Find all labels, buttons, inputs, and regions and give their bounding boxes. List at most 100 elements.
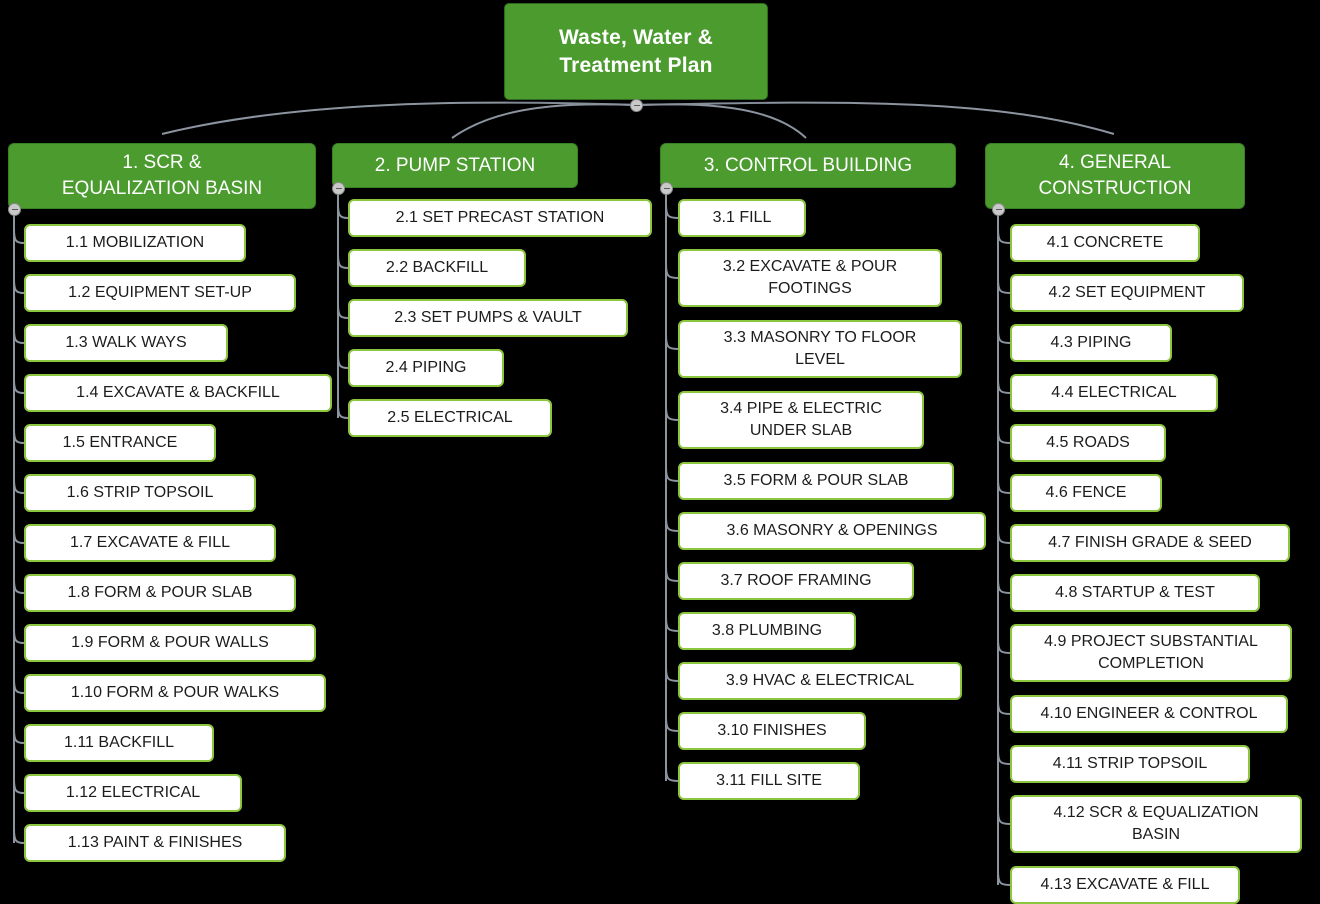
- leaf-node-label: 1.12 ELECTRICAL: [65, 784, 201, 801]
- edge-root-to-branch-3: [635, 103, 807, 139]
- leaf-node[interactable]: 4.12 SCR & EQUALIZATION BASIN: [1010, 795, 1302, 853]
- root-collapse-toggle[interactable]: [630, 99, 643, 112]
- leaf-node[interactable]: 1.8 FORM & POUR SLAB: [24, 574, 296, 612]
- leaf-node[interactable]: 4.7 FINISH GRADE & SEED: [1010, 524, 1290, 562]
- edge-root-to-branch-2: [451, 103, 637, 139]
- leaf-node[interactable]: 1.2 EQUIPMENT SET-UP: [24, 274, 296, 312]
- leaf-node-label: 4.10 ENGINEER & CONTROL: [1040, 705, 1258, 722]
- leaf-node[interactable]: 4.1 CONCRETE: [1010, 224, 1200, 262]
- edge-root-to-branch-1: [161, 101, 637, 135]
- leaf-node[interactable]: 1.11 BACKFILL: [24, 724, 214, 762]
- branch-header-label-4: 4. GENERAL CONSTRUCTION: [1038, 152, 1192, 199]
- leaf-node-label: 3.4 PIPE & ELECTRIC UNDER SLAB: [720, 400, 882, 439]
- leaf-node-label: 3.7 ROOF FRAMING: [720, 572, 872, 589]
- leaf-node[interactable]: 1.3 WALK WAYS: [24, 324, 228, 362]
- leaf-node[interactable]: 4.6 FENCE: [1010, 474, 1162, 512]
- leaf-node[interactable]: 4.8 STARTUP & TEST: [1010, 574, 1260, 612]
- leaf-node-label: 3.8 PLUMBING: [711, 622, 823, 639]
- leaf-node-label: 1.6 STRIP TOPSOIL: [66, 484, 214, 501]
- leaf-node-label: 4.1 CONCRETE: [1046, 234, 1164, 251]
- leaf-node[interactable]: 4.11 STRIP TOPSOIL: [1010, 745, 1250, 783]
- leaf-node[interactable]: 3.4 PIPE & ELECTRIC UNDER SLAB: [678, 391, 924, 449]
- leaf-node-label: 1.13 PAINT & FINISHES: [67, 834, 243, 851]
- leaf-node-label: 3.2 EXCAVATE & POUR FOOTINGS: [722, 258, 898, 297]
- leaf-node-label: 4.9 PROJECT SUBSTANTIAL COMPLETION: [1044, 633, 1258, 672]
- leaf-node-label: 1.10 FORM & POUR WALKS: [70, 684, 280, 701]
- branch-header-label-2: 2. PUMP STATION: [374, 154, 536, 176]
- branch-collapse-toggle-1[interactable]: [8, 203, 21, 216]
- leaf-node-label: 1.9 FORM & POUR WALLS: [71, 634, 269, 651]
- leaf-node[interactable]: 4.5 ROADS: [1010, 424, 1166, 462]
- leaf-node-label: 3.10 FINISHES: [717, 722, 827, 739]
- leaf-node[interactable]: 3.10 FINISHES: [678, 712, 866, 750]
- leaf-node-label: 4.11 STRIP TOPSOIL: [1052, 755, 1208, 772]
- leaf-node-label: 3.1 FILL: [712, 209, 772, 226]
- leaf-node[interactable]: 3.9 HVAC & ELECTRICAL: [678, 662, 962, 700]
- leaf-node-label: 3.5 FORM & POUR SLAB: [723, 472, 909, 489]
- leaf-node[interactable]: 1.6 STRIP TOPSOIL: [24, 474, 256, 512]
- leaf-node[interactable]: 1.5 ENTRANCE: [24, 424, 216, 462]
- leaf-node[interactable]: 3.3 MASONRY TO FLOOR LEVEL: [678, 320, 962, 378]
- root-node[interactable]: Waste, Water & Treatment Plan: [504, 3, 768, 100]
- branch-header-4[interactable]: 4. GENERAL CONSTRUCTION: [985, 143, 1245, 209]
- leaf-node-label: 3.9 HVAC & ELECTRICAL: [725, 672, 915, 689]
- branch-collapse-toggle-2[interactable]: [332, 182, 345, 195]
- edge-root-to-branch-4: [635, 101, 1115, 135]
- leaf-node-label: 4.6 FENCE: [1045, 484, 1127, 501]
- leaf-node-label: 1.7 EXCAVATE & FILL: [69, 534, 231, 551]
- leaf-node[interactable]: 2.2 BACKFILL: [348, 249, 526, 287]
- leaf-node[interactable]: 1.7 EXCAVATE & FILL: [24, 524, 276, 562]
- leaf-node[interactable]: 1.12 ELECTRICAL: [24, 774, 242, 812]
- leaf-node-label: 1.3 WALK WAYS: [65, 334, 187, 351]
- leaf-node[interactable]: 3.2 EXCAVATE & POUR FOOTINGS: [678, 249, 942, 307]
- leaf-node[interactable]: 1.10 FORM & POUR WALKS: [24, 674, 326, 712]
- leaf-node[interactable]: 1.1 MOBILIZATION: [24, 224, 246, 262]
- leaf-node-label: 4.3 PIPING: [1050, 334, 1132, 351]
- branch-header-1[interactable]: 1. SCR & EQUALIZATION BASIN: [8, 143, 316, 209]
- branch-collapse-toggle-4[interactable]: [992, 203, 1005, 216]
- branch-collapse-toggle-3[interactable]: [660, 182, 673, 195]
- leaf-node-label: 4.5 ROADS: [1046, 434, 1130, 451]
- leaf-node[interactable]: 4.13 EXCAVATE & FILL: [1010, 866, 1240, 904]
- leaf-node-label: 1.8 FORM & POUR SLAB: [67, 584, 253, 601]
- leaf-node[interactable]: 1.9 FORM & POUR WALLS: [24, 624, 316, 662]
- leaf-node[interactable]: 4.4 ELECTRICAL: [1010, 374, 1218, 412]
- leaf-node[interactable]: 2.5 ELECTRICAL: [348, 399, 552, 437]
- leaf-node[interactable]: 2.4 PIPING: [348, 349, 504, 387]
- leaf-node[interactable]: 3.5 FORM & POUR SLAB: [678, 462, 954, 500]
- leaf-node-label: 4.7 FINISH GRADE & SEED: [1048, 534, 1252, 551]
- leaf-node-label: 3.3 MASONRY TO FLOOR LEVEL: [723, 329, 917, 368]
- leaf-node-label: 2.5 ELECTRICAL: [387, 409, 513, 426]
- leaf-node[interactable]: 4.2 SET EQUIPMENT: [1010, 274, 1244, 312]
- branch-header-3[interactable]: 3. CONTROL BUILDING: [660, 143, 956, 188]
- leaf-node-label: 1.1 MOBILIZATION: [65, 234, 205, 251]
- leaf-node[interactable]: 3.6 MASONRY & OPENINGS: [678, 512, 986, 550]
- leaf-node[interactable]: 4.10 ENGINEER & CONTROL: [1010, 695, 1288, 733]
- leaf-node[interactable]: 3.7 ROOF FRAMING: [678, 562, 914, 600]
- leaf-node-label: 2.4 PIPING: [385, 359, 467, 376]
- leaf-node[interactable]: 3.8 PLUMBING: [678, 612, 856, 650]
- leaf-node-label: 1.4 EXCAVATE & BACKFILL: [76, 384, 280, 401]
- leaf-node[interactable]: 3.1 FILL: [678, 199, 806, 237]
- leaf-node[interactable]: 1.13 PAINT & FINISHES: [24, 824, 286, 862]
- leaf-node-label: 4.4 ELECTRICAL: [1051, 384, 1177, 401]
- leaf-node[interactable]: 3.11 FILL SITE: [678, 762, 860, 800]
- leaf-node-label: 2.3 SET PUMPS & VAULT: [394, 309, 582, 326]
- root-node-label: Waste, Water & Treatment Plan: [558, 25, 714, 77]
- leaf-node-label: 1.5 ENTRANCE: [62, 434, 178, 451]
- branch-header-2[interactable]: 2. PUMP STATION: [332, 143, 578, 188]
- leaf-node-label: 4.12 SCR & EQUALIZATION BASIN: [1053, 804, 1259, 843]
- leaf-node-label: 4.2 SET EQUIPMENT: [1048, 284, 1206, 301]
- leaf-node[interactable]: 2.1 SET PRECAST STATION: [348, 199, 652, 237]
- leaf-node-label: 2.2 BACKFILL: [385, 259, 489, 276]
- branch-header-label-1: 1. SCR & EQUALIZATION BASIN: [61, 152, 263, 199]
- leaf-node[interactable]: 4.9 PROJECT SUBSTANTIAL COMPLETION: [1010, 624, 1292, 682]
- leaf-node[interactable]: 1.4 EXCAVATE & BACKFILL: [24, 374, 332, 412]
- leaf-node-label: 4.8 STARTUP & TEST: [1055, 584, 1215, 601]
- leaf-node[interactable]: 4.3 PIPING: [1010, 324, 1172, 362]
- leaf-node[interactable]: 2.3 SET PUMPS & VAULT: [348, 299, 628, 337]
- leaf-node-label: 1.11 BACKFILL: [64, 734, 174, 751]
- leaf-node-label: 3.6 MASONRY & OPENINGS: [726, 522, 938, 539]
- leaf-node-label: 4.13 EXCAVATE & FILL: [1040, 876, 1210, 893]
